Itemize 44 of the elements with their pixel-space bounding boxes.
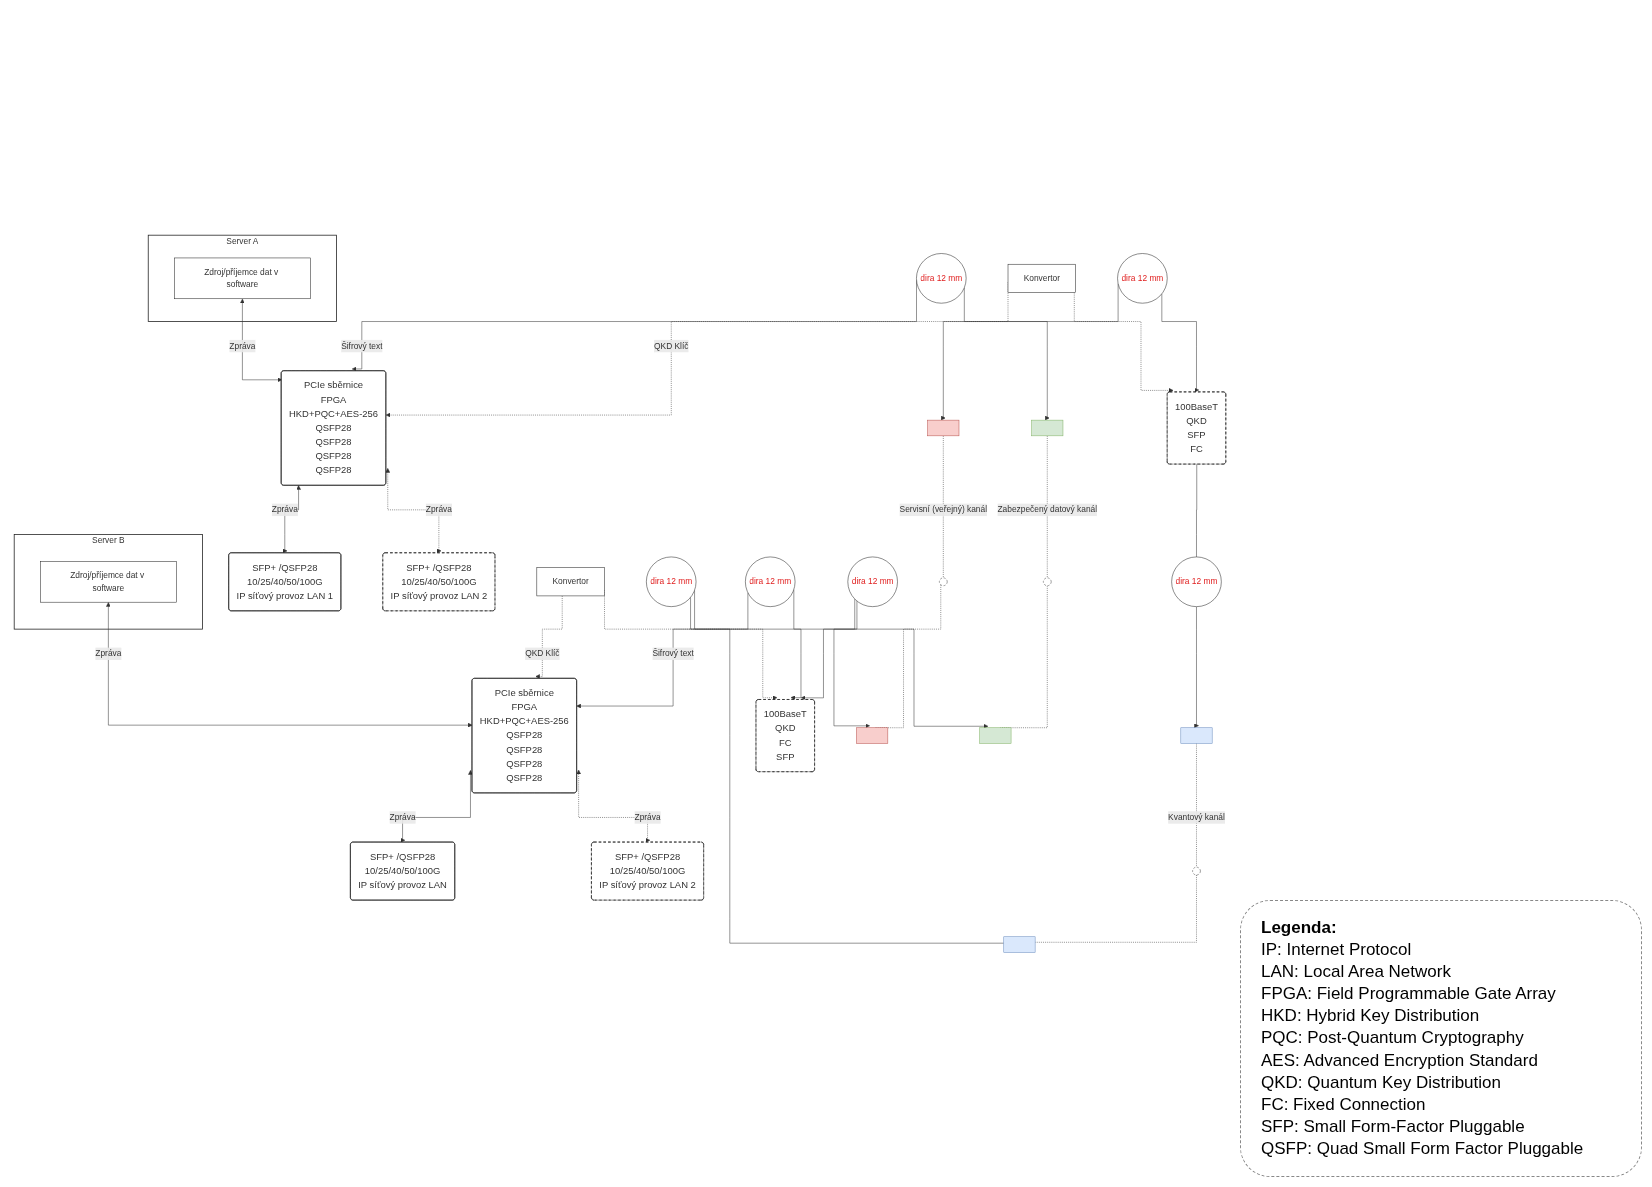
node-circle	[1043, 577, 1052, 586]
node-box: Konvertor	[536, 567, 605, 596]
legend-entry: PQC: Post-Quantum Cryptography	[1261, 1027, 1525, 1050]
node-circle: dira 12 mm	[646, 556, 697, 607]
node-box: Zdroj/příjemce dat v software	[40, 560, 177, 603]
legend-entry: IP: Internet Protocol	[1261, 939, 1413, 962]
edge-label: Zpráva	[425, 504, 452, 514]
legend-entry: LAN: Local Area Network	[1261, 961, 1452, 984]
edge-label: Kvantový kanál	[1168, 812, 1225, 822]
node-box	[979, 727, 1012, 744]
node-circle	[939, 577, 948, 586]
node-box	[927, 419, 960, 436]
node-box	[1003, 936, 1036, 953]
node-circle: dira 12 mm	[745, 556, 796, 607]
connector	[1196, 463, 1197, 557]
node-box	[1180, 727, 1213, 744]
node-circle: dira 12 mm	[1117, 252, 1168, 304]
edge-label: Zpráva	[229, 341, 256, 350]
legend-entry: SFP: Small Form-Factor Pluggable	[1261, 1115, 1526, 1138]
edge-label: QKD Klíč	[654, 341, 689, 350]
legend-heading: Legenda:	[1261, 916, 1338, 939]
edge-label: Šifrový text	[652, 648, 694, 658]
node-box	[856, 727, 889, 744]
node-box	[1031, 419, 1064, 436]
edge-label: Šifrový text	[341, 341, 383, 350]
node-box: Zdroj/příjemce dat v software	[174, 257, 311, 299]
node-circle: dira 12 mm	[916, 252, 967, 304]
legend-entry: QKD: Quantum Key Distribution	[1261, 1071, 1502, 1094]
edge-label: QKD Klíč	[525, 648, 560, 658]
legend-entry: FC: Fixed Connection	[1261, 1093, 1427, 1116]
legend-entry: QSFP: Quad Small Form Factor Pluggable	[1261, 1137, 1585, 1160]
legend-entry: AES: Advanced Encryption Standard	[1261, 1049, 1539, 1072]
edge-label: Zabezpečený datový kanál	[997, 504, 1098, 514]
edge-label: Zpráva	[95, 648, 122, 658]
edge-label: Zpráva	[271, 504, 298, 514]
legend-entry: FPGA: Field Programmable Gate Array	[1261, 983, 1557, 1006]
legend-entry: HKD: Hybrid Key Distribution	[1261, 1005, 1481, 1028]
edge-label: Zpráva	[634, 812, 661, 822]
node-circle: dira 12 mm	[1171, 556, 1222, 607]
node-circle: dira 12 mm	[847, 556, 898, 607]
edge-label: Servisní (veřejný) kanál	[899, 504, 988, 514]
edge-label: Zpráva	[389, 812, 416, 822]
node-box: Konvertor	[1007, 263, 1076, 293]
node-circle	[1192, 866, 1201, 875]
